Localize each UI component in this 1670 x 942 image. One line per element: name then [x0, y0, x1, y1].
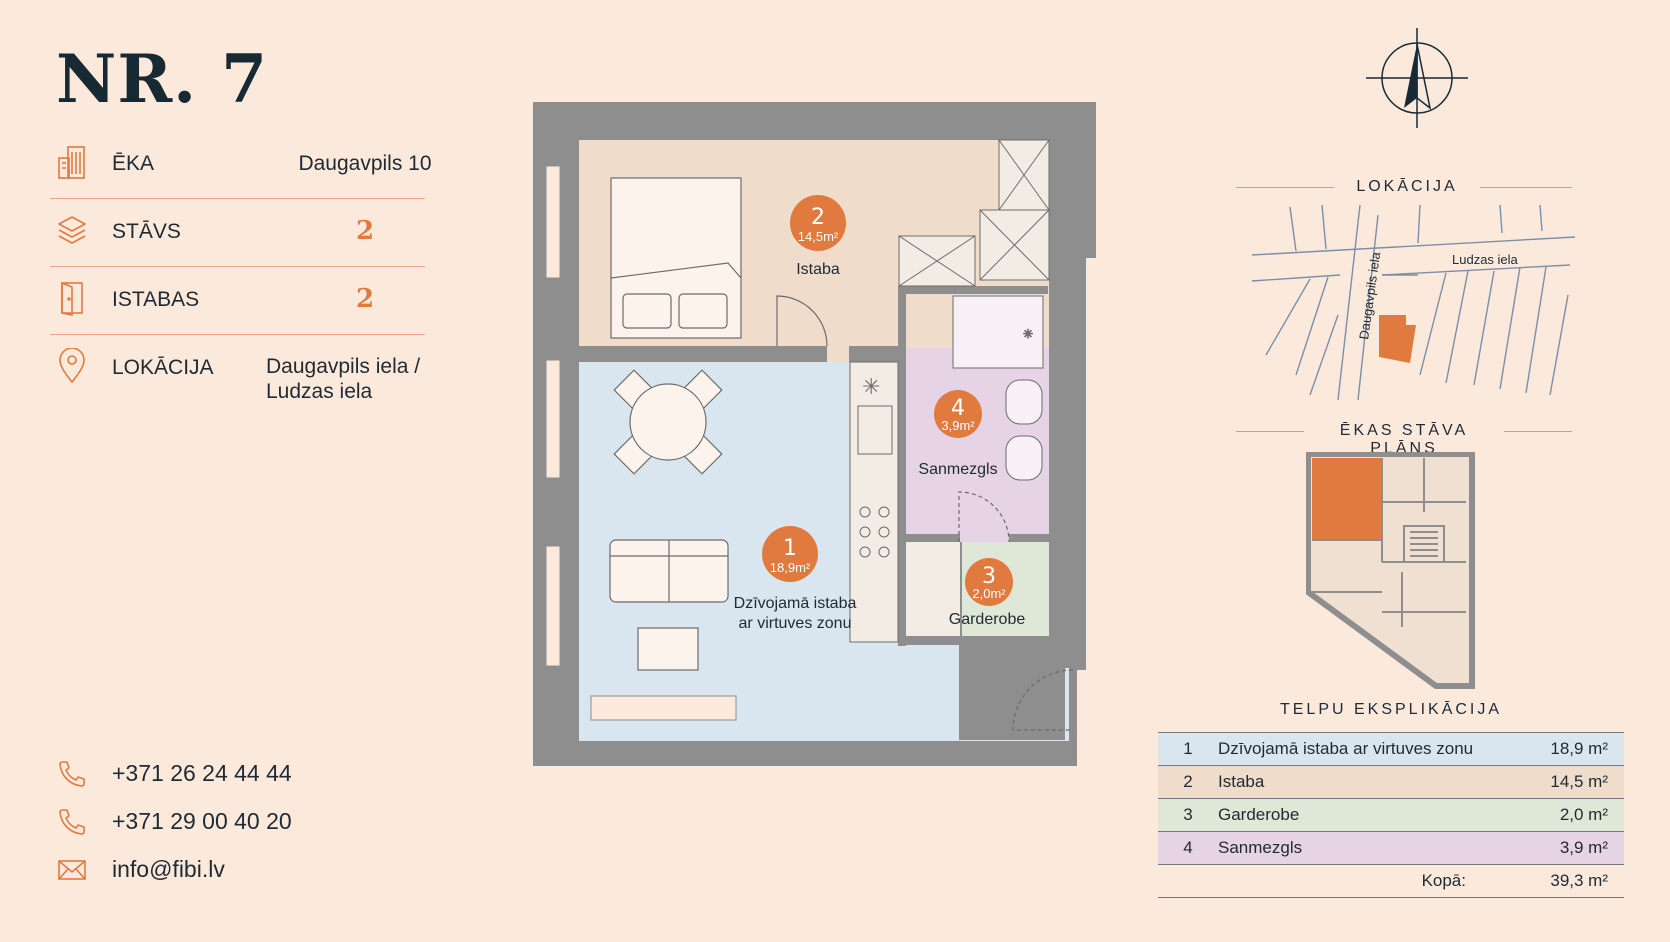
- compass-north-icon: [1366, 28, 1468, 128]
- street-label-ludzas: Ludzas iela: [1452, 252, 1519, 267]
- phone-number-2[interactable]: +371 29 00 40 20: [112, 808, 292, 834]
- info-row-rooms: ISTABAS 2: [50, 266, 425, 335]
- room-2-badge: [790, 195, 846, 251]
- room-4-badge: [934, 390, 982, 438]
- location-map-title: LOKĀCIJA: [1356, 178, 1458, 195]
- phone-number-1[interactable]: +371 26 24 44 44: [112, 760, 292, 786]
- info-row-floor: STĀVS 2: [50, 198, 425, 267]
- table-row: 1 Dzīvojamā istaba ar virtuves zonu 18,9…: [1158, 732, 1624, 766]
- svg-text:✳: ✳: [862, 374, 880, 399]
- door-icon: [61, 281, 83, 316]
- room-2-number: 2: [811, 205, 825, 230]
- divider: [1236, 431, 1304, 432]
- divider: [1236, 187, 1334, 188]
- room-4-name: Sanmezgls: [918, 461, 997, 478]
- email-address[interactable]: info@fibi.lv: [112, 856, 225, 882]
- explication-title: TELPU EKSPLIKĀCIJA: [1279, 701, 1503, 718]
- info-row-location: LOKĀCIJA Daugavpils iela / Ludzas iela: [50, 334, 425, 406]
- room-1-name-line2: ar virtuves zonu: [739, 615, 852, 632]
- total-area: 39,3 m²: [1550, 871, 1608, 890]
- info-label-location: LOKĀCIJA: [112, 356, 214, 379]
- layers-icon: [58, 216, 86, 244]
- room-3-number: 3: [982, 564, 996, 589]
- divider: [1480, 187, 1572, 188]
- room-3-badge: [965, 558, 1013, 606]
- room-1-badge: [762, 526, 818, 582]
- location-pin-icon: [59, 348, 85, 384]
- info-value-floor: 2: [355, 216, 375, 246]
- building-floor-plan: [1306, 452, 1475, 689]
- building-icon: [58, 146, 85, 179]
- table-total-row: Kopā: 39,3 m²: [1158, 865, 1624, 898]
- mail-icon: [58, 860, 86, 880]
- table-row: 3 Garderobe 2,0 m²: [1158, 798, 1624, 832]
- info-label-building: ĒKA: [112, 152, 155, 175]
- svg-text:✳: ✳: [1023, 327, 1033, 341]
- info-value-location: Daugavpils iela / Ludzas iela: [266, 355, 421, 403]
- divider: [1504, 431, 1572, 432]
- info-label-floor: STĀVS: [112, 220, 181, 243]
- room-3-name: Garderobe: [949, 611, 1026, 628]
- total-label: Kopā:: [1421, 871, 1466, 890]
- info-value-rooms: 2: [355, 284, 375, 314]
- info-label-rooms: ISTABAS: [112, 288, 200, 311]
- room-1-number: 1: [783, 536, 797, 561]
- room-1-name-line1: Dzīvojamā istaba: [734, 595, 857, 612]
- wardrobe-cabinet: [905, 542, 960, 636]
- room-3-area: 2,0m²: [972, 586, 1006, 601]
- explication-table: 1 Dzīvojamā istaba ar virtuves zonu 18,9…: [1158, 732, 1624, 898]
- location-map: Ludzas iela Daugavpils iela: [1251, 205, 1575, 400]
- room-4-area: 3,9m²: [941, 418, 975, 433]
- room-4-number: 4: [951, 396, 965, 421]
- room-1-area: 18,9m²: [770, 560, 811, 575]
- room-2-name: Istaba: [796, 261, 840, 278]
- phone-icon: [59, 809, 85, 835]
- phone-icon: [59, 761, 85, 787]
- page-title: NR. 7: [56, 40, 269, 118]
- info-value-building: Daugavpils 10: [298, 152, 432, 175]
- floor-plan: ✳ ✳ 2 14,5m² Istaba 1 18,9m² Dzīvojamā i…: [533, 102, 1096, 766]
- room-2-area: 14,5m²: [798, 229, 839, 244]
- table-row: 2 Istaba 14,5 m²: [1158, 765, 1624, 799]
- table-row: 4 Sanmezgls 3,9 m²: [1158, 831, 1624, 865]
- info-row-building: ĒKA Daugavpils 10: [50, 130, 432, 199]
